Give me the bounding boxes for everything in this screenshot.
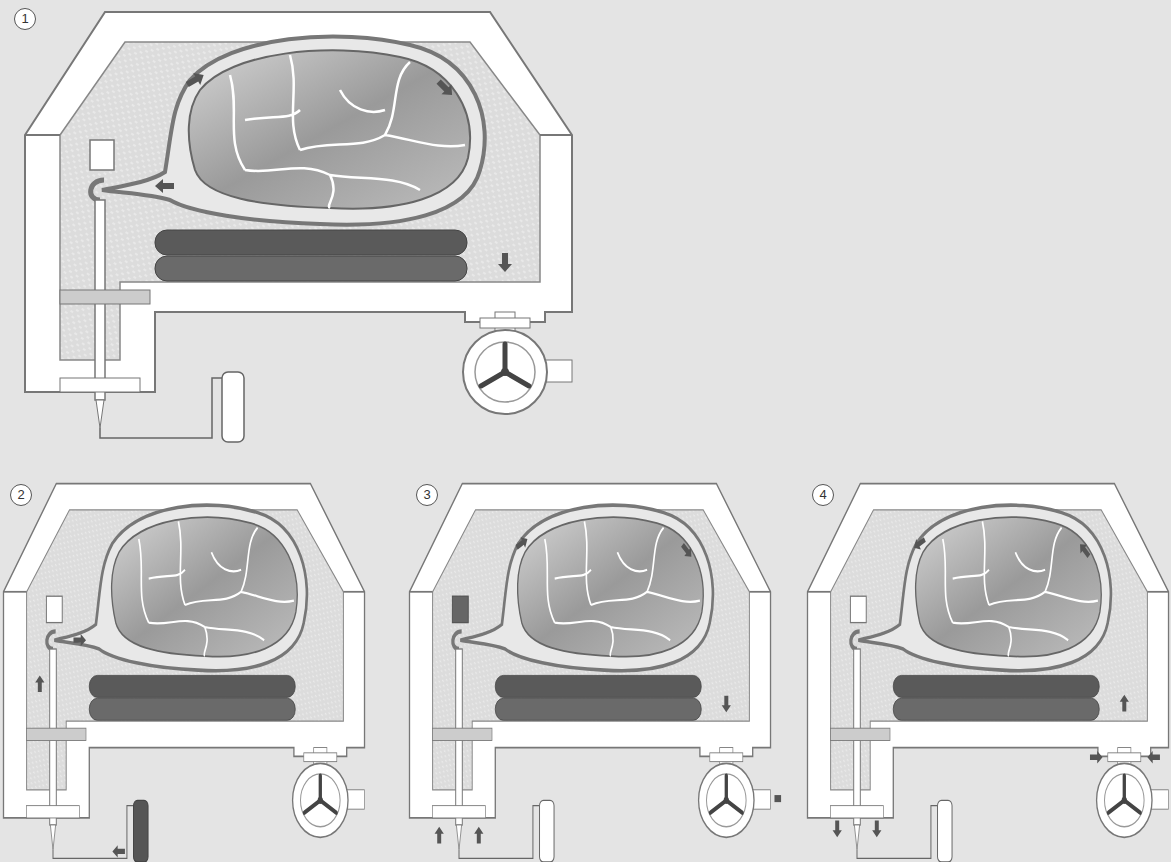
callout-number: 4 [812, 484, 834, 506]
callout-number: 3 [416, 484, 438, 506]
callout-number: 1 [14, 8, 36, 30]
callout-number: 2 [10, 484, 32, 506]
